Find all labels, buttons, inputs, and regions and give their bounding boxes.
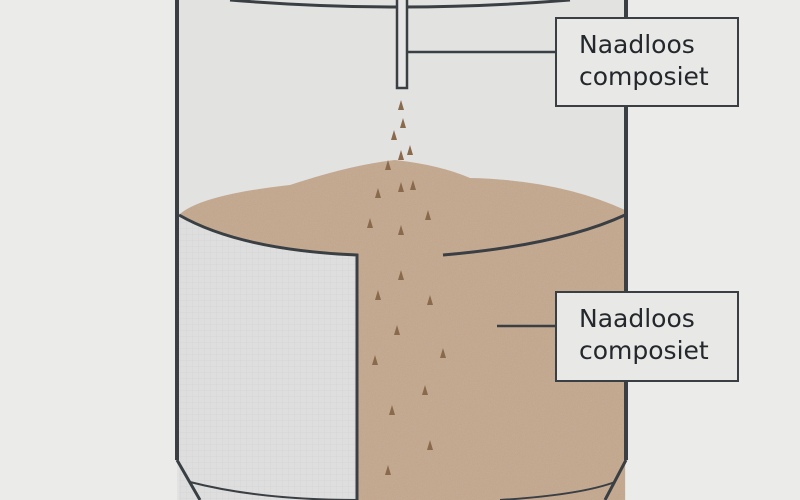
sand-particle: [367, 218, 373, 228]
silo-cone: [175, 459, 628, 500]
sand-particle: [410, 180, 416, 190]
sand-particle: [427, 440, 433, 450]
falling-particles: [367, 100, 446, 475]
sand-rim-front: [442, 213, 626, 257]
label-top: Naadloos composiet: [555, 17, 739, 107]
sand-particle: [398, 225, 404, 235]
fill-pipe: [395, 0, 409, 90]
sand-particle: [385, 465, 391, 475]
sand-particle: [389, 405, 395, 415]
label-bottom: Naadloos composiet: [555, 291, 739, 382]
sand-particle: [385, 160, 391, 170]
label-bottom-line2: composiet: [579, 336, 709, 365]
cutaway-edge: [178, 213, 359, 500]
sand-particle: [440, 348, 446, 358]
sand-particle: [422, 385, 428, 395]
label-bottom-line1: Naadloos: [579, 304, 695, 333]
sand-particle: [425, 210, 431, 220]
sand-particle: [398, 270, 404, 280]
sand-particle: [398, 182, 404, 192]
wall-mesh: [179, 215, 357, 500]
sand-particle: [375, 290, 381, 300]
sand-particle: [394, 325, 400, 335]
sand-particle: [391, 130, 397, 140]
sand-particle: [427, 295, 433, 305]
sand-particle: [398, 100, 404, 110]
label-top-line2: composiet: [579, 62, 709, 91]
label-top-line1: Naadloos: [579, 30, 695, 59]
sand-particle: [375, 188, 381, 198]
sand-particle: [398, 150, 404, 160]
sand-particle: [407, 145, 413, 155]
sand-particle: [400, 118, 406, 128]
sand-particle: [372, 355, 378, 365]
